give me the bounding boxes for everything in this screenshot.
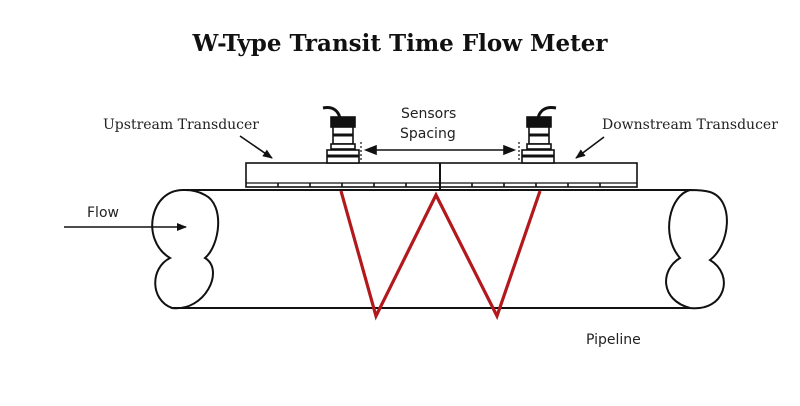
sensors-spacing-label-line2: Spacing <box>400 126 456 142</box>
diagram-title: W-Type Transit Time Flow Meter <box>192 30 608 57</box>
pipeline <box>151 188 728 310</box>
mounting-rail <box>245 162 638 191</box>
pipe-right-end <box>665 188 728 310</box>
upstream-transducer-label: Upstream Transducer <box>103 117 259 133</box>
pipeline-label: Pipeline <box>586 332 641 348</box>
downstream-transducer <box>518 106 557 164</box>
sensors-spacing-label-line1: Sensors <box>401 106 457 122</box>
upstream-callout-arrow <box>239 135 273 159</box>
upstream-cable <box>322 106 342 119</box>
flow-label: Flow <box>87 205 119 221</box>
upstream-transducer <box>322 106 362 164</box>
downstream-cable <box>536 106 557 119</box>
downstream-transducer-label: Downstream Transducer <box>602 117 778 133</box>
downstream-callout-arrow <box>575 136 605 159</box>
pipe-left-end <box>151 188 220 310</box>
w-signal-path <box>339 190 542 321</box>
sensors-spacing-arrow <box>363 144 517 156</box>
